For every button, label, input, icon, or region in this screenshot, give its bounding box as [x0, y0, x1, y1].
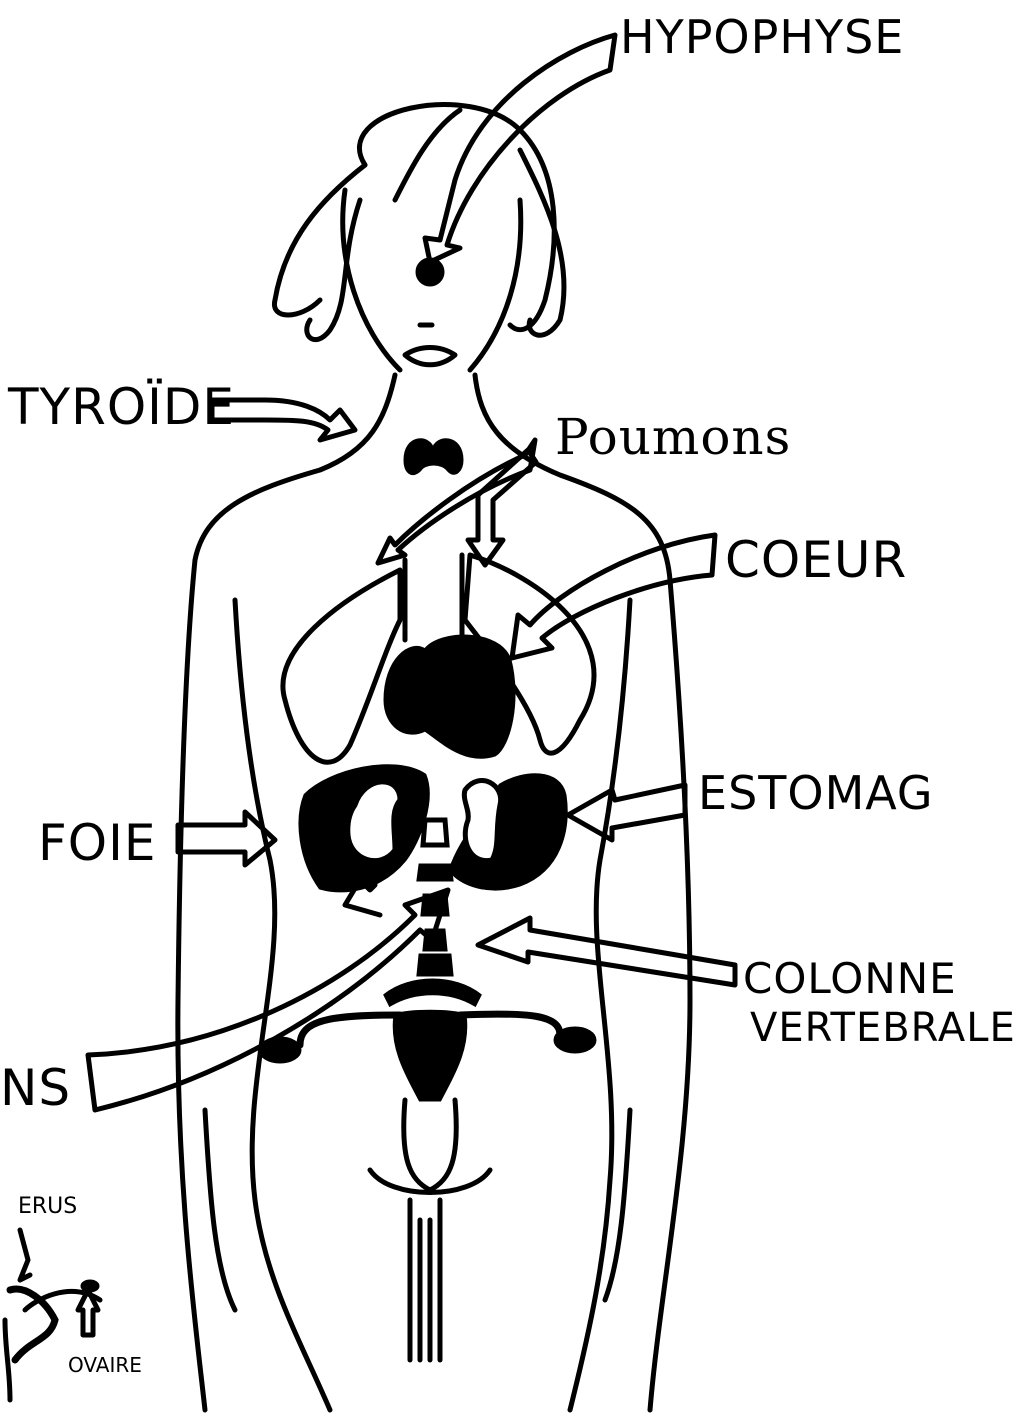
- label-reins-partial: NS: [0, 1063, 71, 1113]
- inset-ovary: [82, 1281, 98, 1291]
- arrow-uterus-small: [20, 1230, 30, 1280]
- pelvis: [385, 980, 480, 1005]
- kidney-right: [464, 781, 500, 861]
- label-ovaire: OVAIRE: [68, 1355, 142, 1375]
- label-tyroide: TYROÏDE: [8, 382, 235, 432]
- inset-uterus-sketch: [5, 1291, 100, 1400]
- label-estomac: ESTOMAG: [698, 770, 934, 816]
- heart: [385, 636, 514, 757]
- spine-top: [423, 820, 447, 845]
- label-uterus-partial: ERUS: [18, 1196, 77, 1218]
- label-colonne-line2: VERTEBRALE: [750, 1008, 1016, 1048]
- label-colonne-line1: COLONNE: [743, 958, 957, 1000]
- lower-reproductive: [370, 1100, 490, 1360]
- arrow-estomac: [568, 785, 685, 840]
- arrow-coeur: [512, 535, 715, 658]
- arrow-colonne: [478, 918, 735, 985]
- ovary-left: [260, 1038, 300, 1062]
- spine: [418, 865, 452, 975]
- fallopian-tube-right: [460, 1014, 560, 1035]
- label-poumons: Poumons: [555, 412, 791, 462]
- label-coeur: COEUR: [725, 535, 907, 585]
- fallopian-tube-left: [300, 1015, 400, 1045]
- label-hypophyse: HYPOPHYSE: [620, 14, 904, 60]
- label-foie: FOIE: [38, 818, 156, 868]
- pituitary-dot: [417, 259, 443, 285]
- uterus: [394, 1011, 466, 1100]
- thyroid: [405, 440, 462, 474]
- inset-uterus-tube: [10, 1289, 55, 1360]
